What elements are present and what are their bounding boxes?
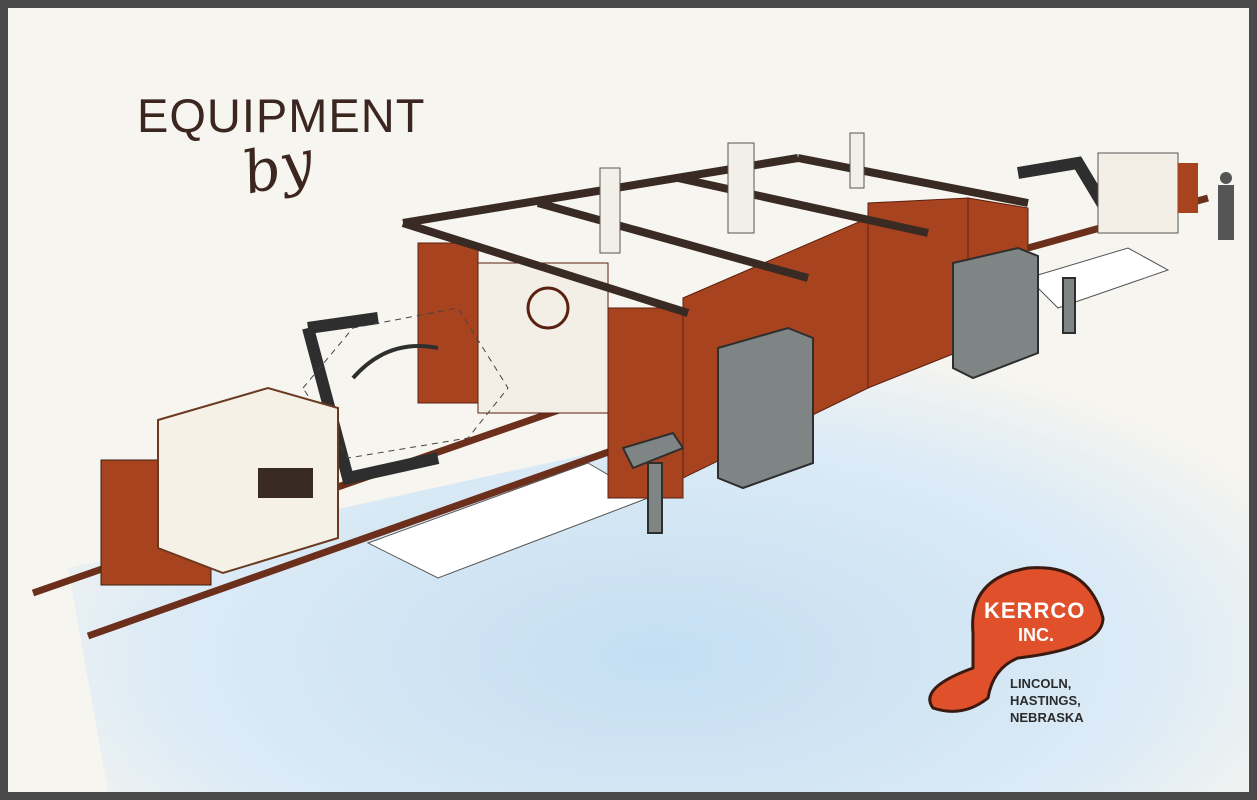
location-nebraska: NEBRASKA <box>1010 710 1084 725</box>
postcard: EQUIPMENT by KERRCO INC. LINCOLN, HASTIN… <box>8 8 1249 792</box>
control-cabinets <box>621 246 1076 534</box>
location-hastings: HASTINGS, <box>1010 693 1081 708</box>
carriage-white-box <box>157 386 339 575</box>
equipment-illustration <box>31 132 1248 792</box>
stacks <box>599 132 865 254</box>
worker-figure <box>1218 172 1234 240</box>
logo-locations: LINCOLN, HASTINGS, NEBRASKA <box>1010 675 1084 726</box>
far-carriage <box>1097 152 1179 234</box>
logo-name: KERRCO <box>984 598 1086 623</box>
oven-door <box>477 262 609 414</box>
logo-suffix: INC. <box>1018 625 1054 645</box>
headline-equipment: EQUIPMENT <box>137 89 426 142</box>
location-lincoln: LINCOLN, <box>1010 676 1072 691</box>
headline-by-script: by <box>236 126 320 208</box>
fan-icon <box>526 286 570 330</box>
kerrco-logo-blob <box>928 566 1105 713</box>
